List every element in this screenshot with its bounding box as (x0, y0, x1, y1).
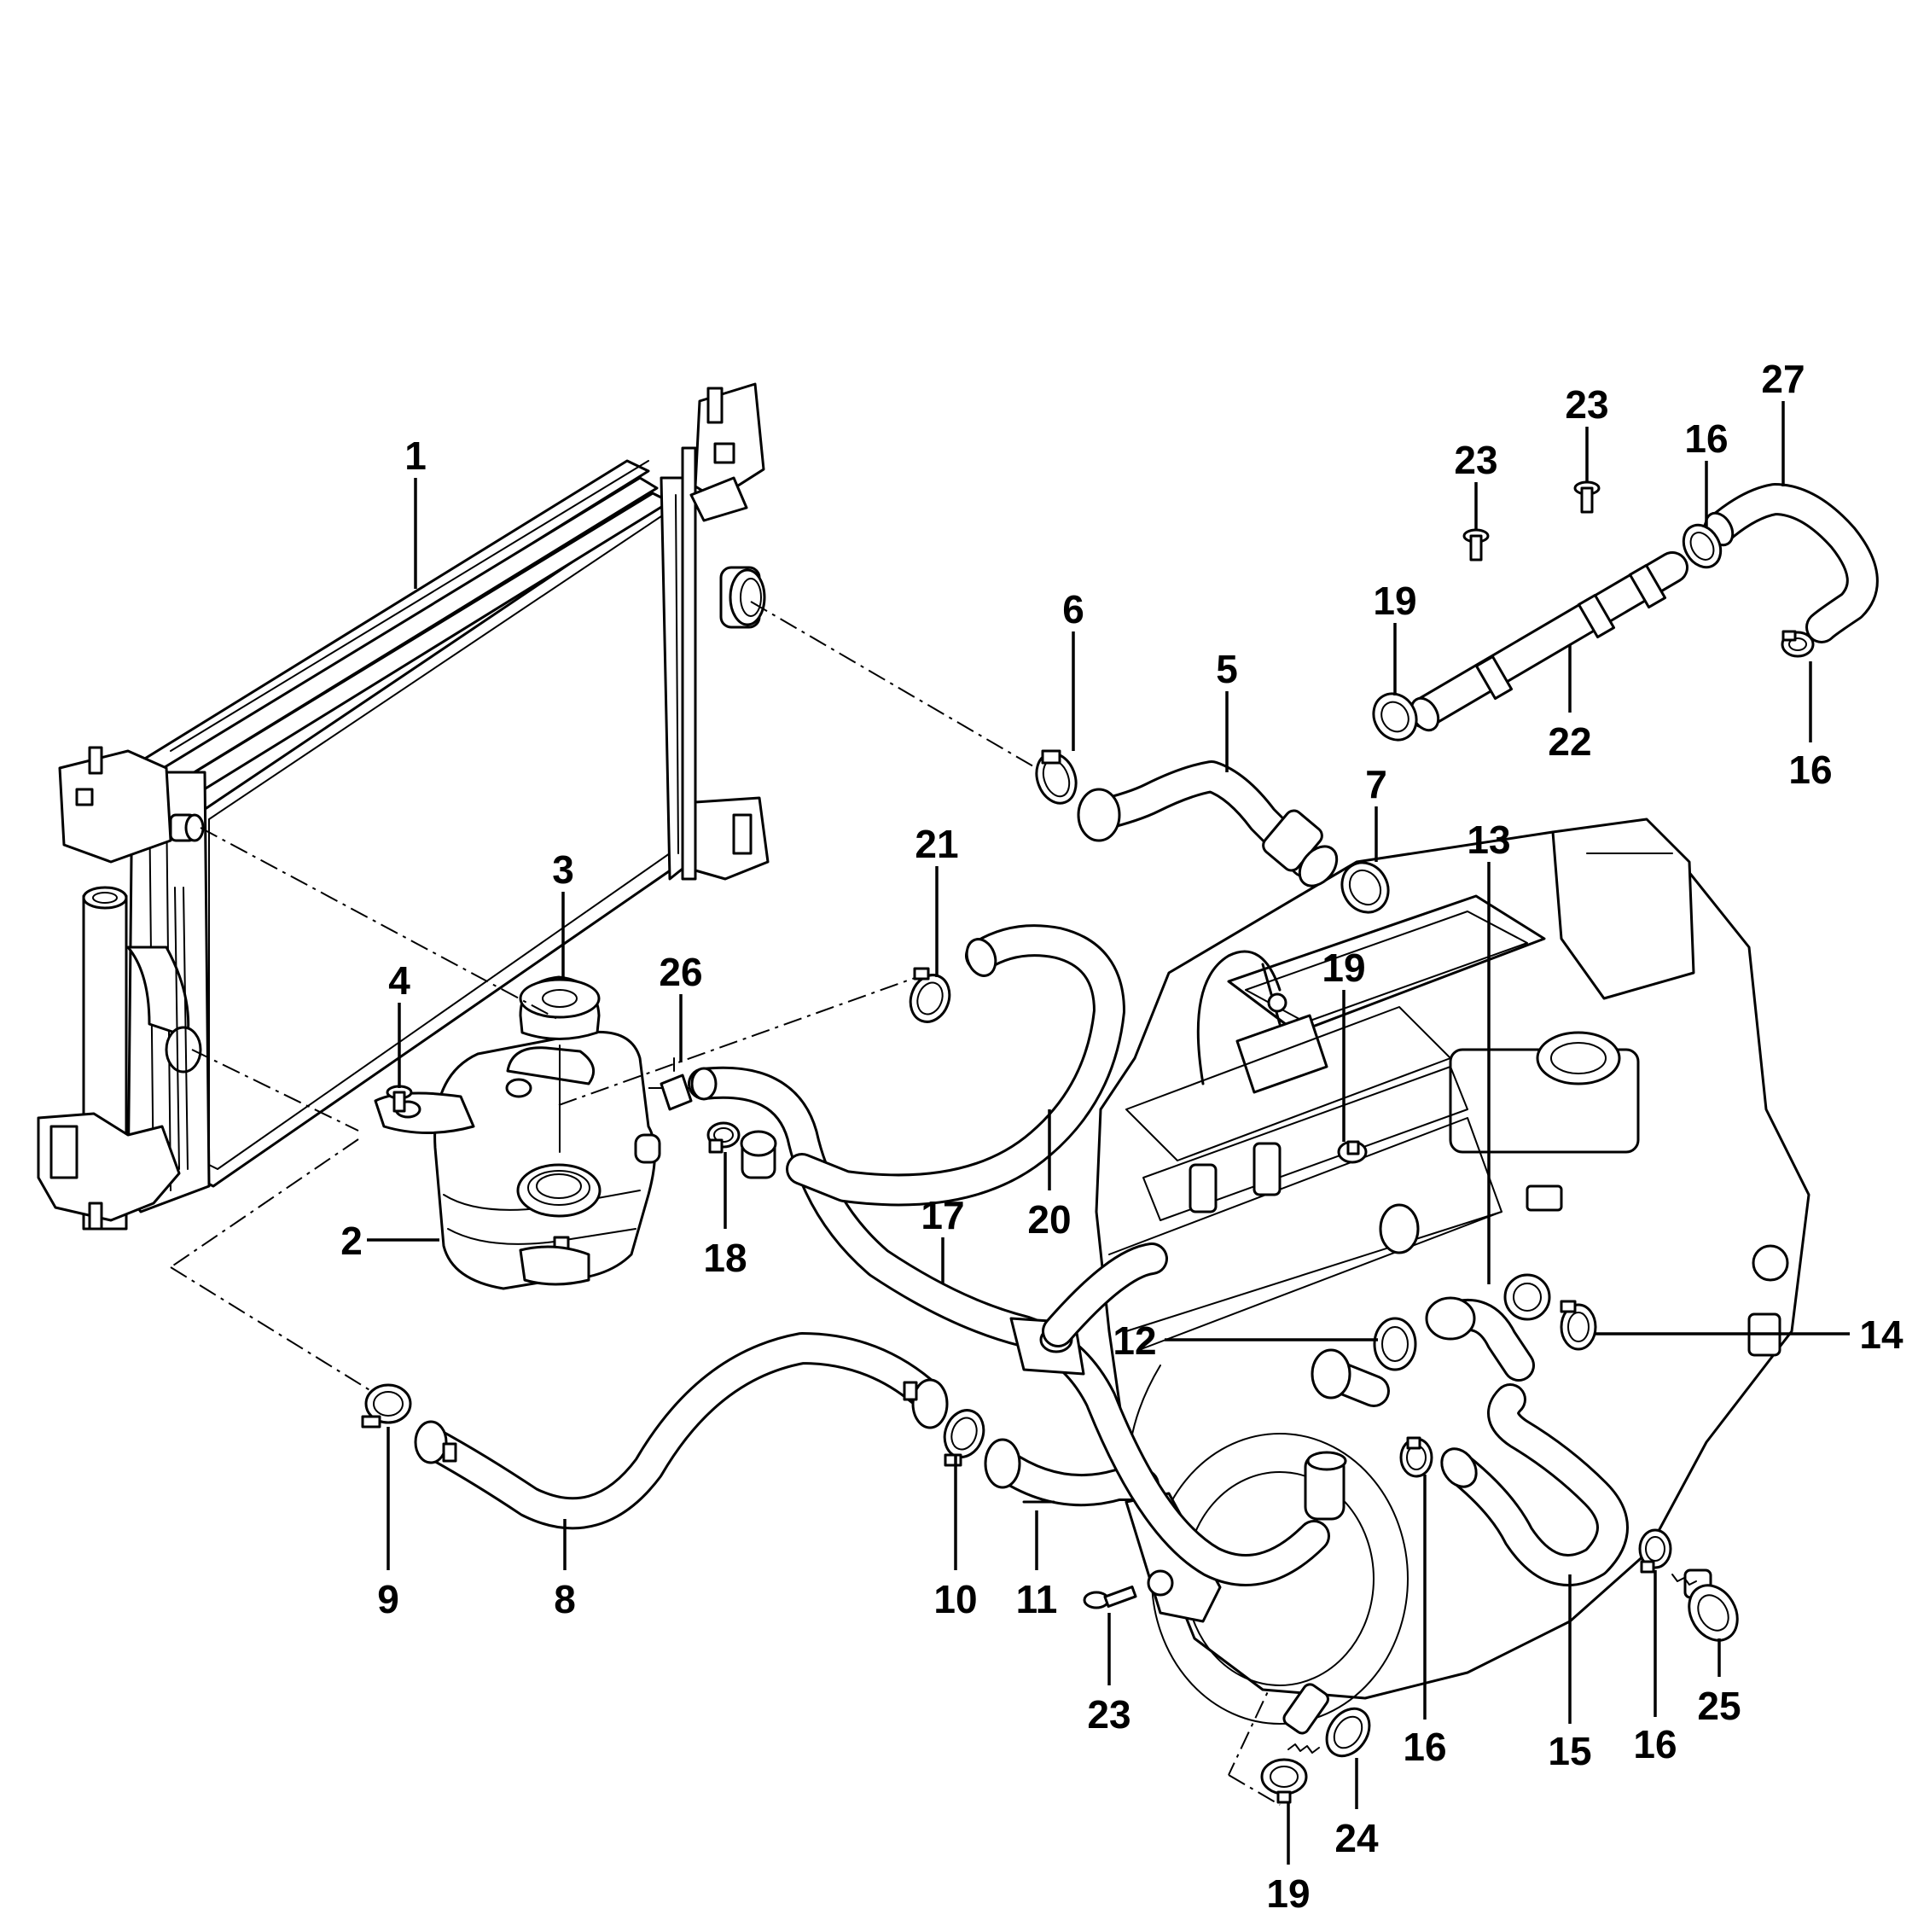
clamp-6 (1035, 749, 1078, 805)
callout-20: 20 (1027, 1197, 1071, 1242)
lower-radiator-hose (414, 1332, 949, 1530)
clamp-9 (361, 1383, 412, 1429)
callout-10: 10 (933, 1577, 977, 1621)
heater-supply-hose (786, 924, 1125, 1207)
callout-23-left: 23 (1454, 438, 1497, 482)
bolt-23-bottom (1083, 1586, 1137, 1609)
callout-26: 26 (659, 950, 702, 994)
callout-23-bottom: 23 (1087, 1692, 1130, 1737)
callout-23-right: 23 (1565, 382, 1608, 427)
callout-27: 27 (1761, 357, 1805, 401)
bleeder-fittings (1282, 1568, 1739, 1758)
clamp-12 (1373, 1317, 1417, 1371)
callout-22: 22 (1548, 719, 1591, 764)
clip-26 (660, 1057, 693, 1111)
hose-clamps (361, 523, 1815, 1804)
callout-12: 12 (1113, 1318, 1156, 1363)
callout-6: 6 (1062, 587, 1084, 631)
callout-7: 7 (1365, 762, 1387, 806)
callout-4: 4 (388, 958, 410, 1003)
callout-16-right: 16 (1788, 748, 1832, 792)
callout-8: 8 (554, 1577, 576, 1621)
heater-return-hose (984, 1438, 1160, 1507)
callout-21: 21 (915, 822, 958, 866)
radiator-cap (519, 975, 601, 1153)
upper-radiator-hose (1077, 760, 1339, 887)
callout-labels: 1 2 3 4 5 6 7 8 9 10 11 12 13 14 15 16 1… (340, 357, 1903, 1916)
clamp-21 (909, 967, 951, 1023)
clamp-7 (1340, 861, 1390, 914)
clamp-16-mid (1399, 1436, 1433, 1478)
bolt-23-left (1462, 528, 1490, 562)
clamp-19-top (1372, 692, 1418, 742)
clamp-16-lower (1638, 1528, 1672, 1574)
pipe-end-hose (1703, 483, 1879, 643)
callout-16-mid: 16 (1403, 1725, 1446, 1769)
clamp-16-top (1682, 523, 1723, 569)
throttle-body-hose (1440, 1383, 1629, 1586)
radiator (37, 382, 770, 1231)
callout-5: 5 (1216, 647, 1238, 691)
clamp-16-right (1781, 630, 1815, 658)
callout-13: 13 (1467, 818, 1510, 862)
callout-24: 24 (1334, 1816, 1379, 1860)
callout-18: 18 (703, 1236, 747, 1280)
callout-16-lower: 16 (1633, 1722, 1677, 1766)
engine-assembly (1095, 818, 1810, 1725)
fitting-25 (1671, 1568, 1739, 1642)
callout-14: 14 (1859, 1312, 1903, 1357)
bolt-23-right (1573, 480, 1601, 514)
clamp-18 (706, 1121, 741, 1154)
callout-19-top: 19 (1373, 579, 1416, 623)
callout-2: 2 (340, 1219, 363, 1263)
tank-screw (386, 1085, 413, 1113)
callout-17: 17 (921, 1193, 964, 1237)
thermostat-hose (1311, 1348, 1390, 1407)
clamp-19-bottom (1260, 1758, 1308, 1804)
callout-3: 3 (552, 847, 574, 892)
callout-1: 1 (404, 434, 427, 478)
callout-19-bottom: 19 (1266, 1871, 1310, 1916)
callout-19-engine: 19 (1322, 946, 1365, 990)
leader-lines (367, 401, 1850, 1865)
engine-outlet-hose (1425, 1296, 1535, 1382)
callout-11: 11 (1016, 1577, 1058, 1621)
clamp-19-engine (1337, 1140, 1368, 1164)
bypass-hose (688, 1066, 1330, 1586)
callout-25: 25 (1697, 1684, 1741, 1728)
callout-16-top: 16 (1684, 416, 1728, 461)
callout-15: 15 (1548, 1729, 1591, 1773)
coolant-pipe (1409, 551, 1688, 732)
clamp-14 (1560, 1300, 1597, 1351)
coolant-expansion-tank (374, 1030, 661, 1290)
fitting-24 (1282, 1683, 1371, 1758)
mounting-bolts (1083, 480, 1601, 1609)
callout-9: 9 (377, 1577, 399, 1621)
